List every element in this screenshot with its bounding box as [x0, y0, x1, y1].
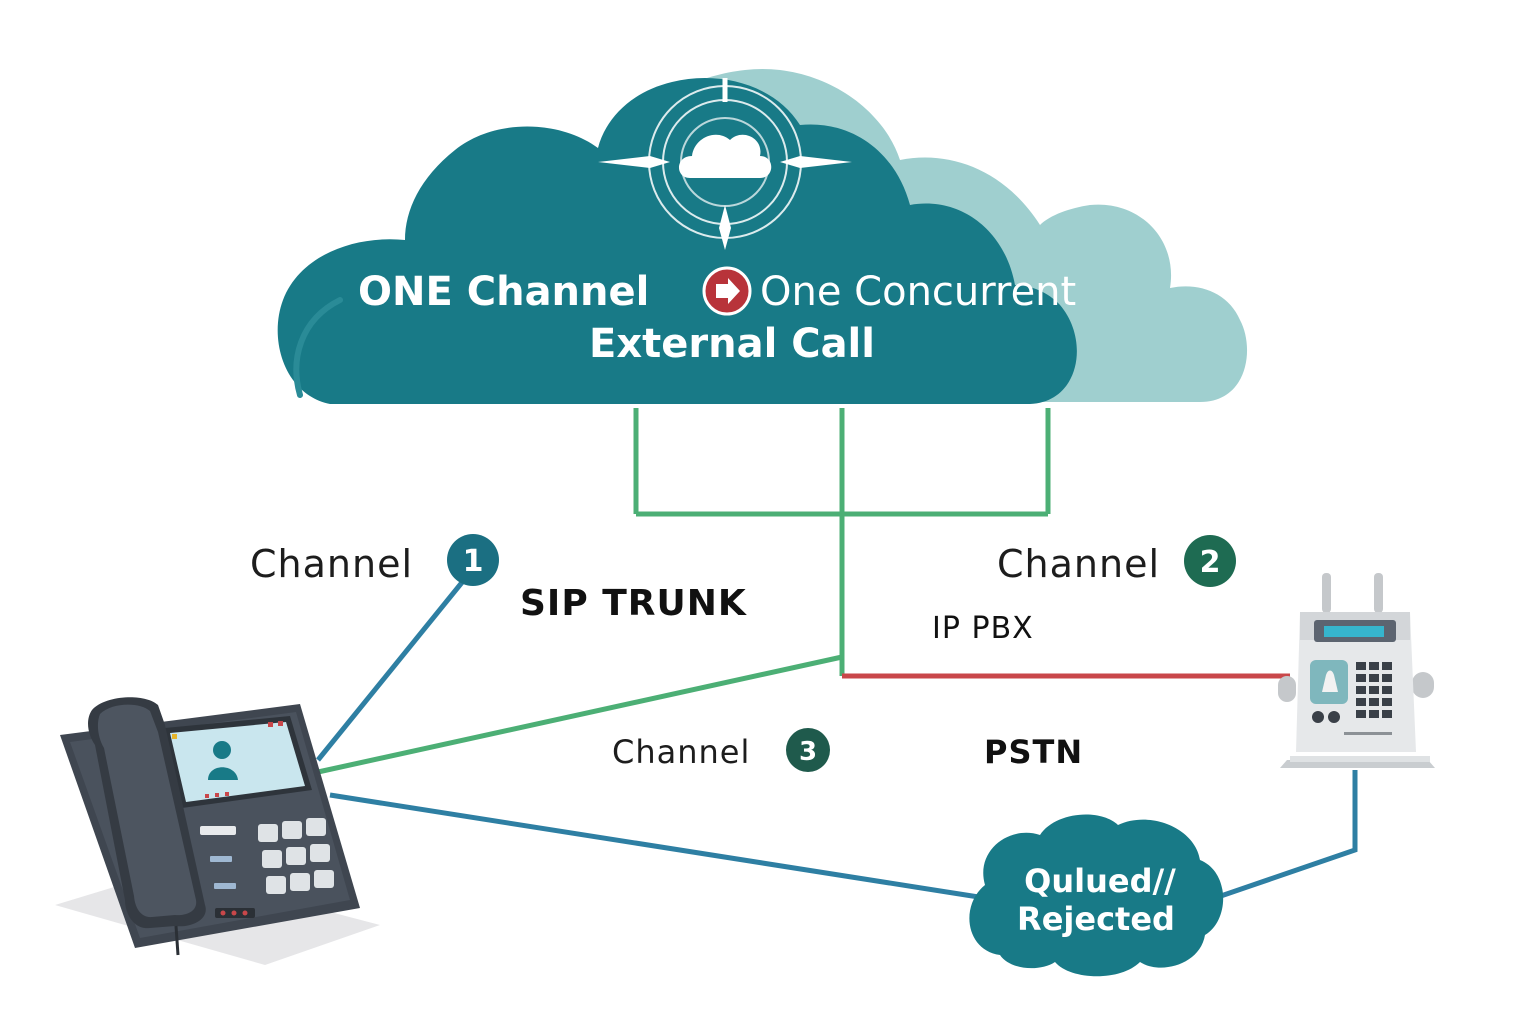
small-cloud-icon	[678, 134, 772, 178]
channel-2-label: Channel 2	[997, 535, 1236, 587]
cloud-highlight	[293, 297, 343, 398]
sip-trunk-label: SIP TRUNK	[520, 583, 747, 624]
channel-1-number: 1	[463, 544, 484, 579]
bubble-line2: Rejected	[1017, 900, 1175, 938]
cloud-title-part1: ONE Channel	[358, 269, 649, 315]
channel-1-label: Channel 1	[250, 534, 499, 586]
cloud-connector-lines	[633, 408, 1051, 676]
queued-rejected-bubble: Qulued// Rejected	[969, 814, 1224, 977]
ip-pbx-label: IP PBX	[932, 611, 1034, 646]
desk-phone-icon	[55, 697, 380, 965]
bubble-line1: Qulued//	[1024, 862, 1176, 900]
channel-1-line	[316, 573, 470, 762]
cloud-title-line2: External Call	[589, 321, 875, 367]
pbx-reject-line	[1214, 770, 1358, 901]
pstn-label: PSTN	[984, 733, 1083, 771]
arrow-right-circle-icon	[702, 266, 752, 316]
channel-3-text: Channel	[612, 733, 750, 771]
cloud-front-shape	[277, 77, 1077, 404]
channel-2-badge	[1184, 535, 1236, 587]
channel-3-badge	[786, 728, 830, 772]
cloud-title-part2: One Concurrent	[760, 269, 1076, 315]
channel-3-number: 3	[799, 737, 817, 767]
ip-pbx-device-icon	[1278, 573, 1435, 768]
channel-3-line	[317, 654, 843, 775]
cloud-banner: ONE Channel One Concurrent External Call	[277, 68, 1248, 404]
channel-2-number: 2	[1200, 545, 1221, 580]
cloud-target-icon	[598, 78, 852, 250]
reject-line	[329, 792, 986, 901]
channel-1-badge	[447, 534, 499, 586]
channel-2-text: Channel	[997, 542, 1160, 586]
channel-3-label: Channel 3	[612, 728, 830, 772]
bubble-cloud-shape	[969, 814, 1224, 977]
channel-1-text: Channel	[250, 542, 413, 586]
